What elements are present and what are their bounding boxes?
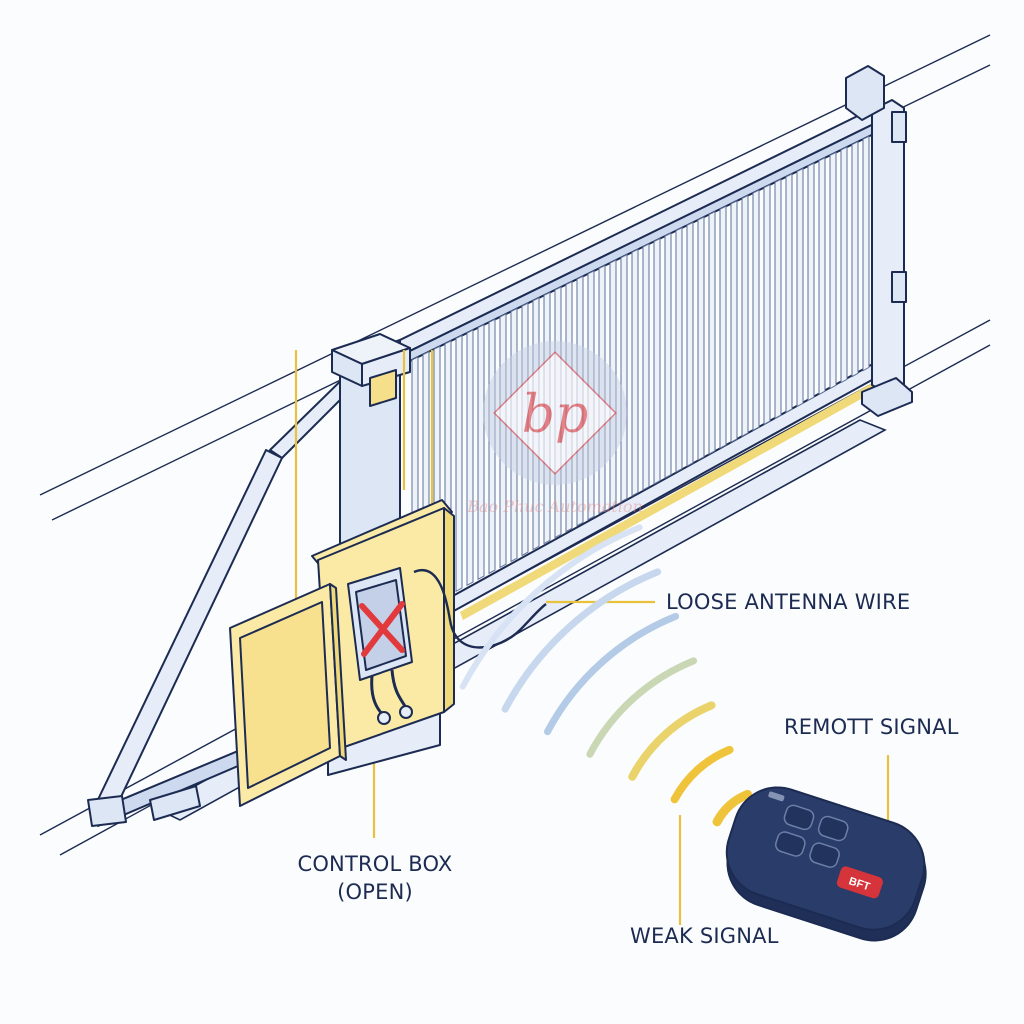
gate-slat (730, 200, 738, 444)
label-control-box-title: CONTROL BOX (297, 852, 453, 876)
gate-slat (620, 253, 628, 503)
gate-slat (752, 189, 760, 432)
gate-slat (785, 173, 793, 414)
gate-slat (653, 237, 661, 485)
gate-slat (818, 156, 826, 396)
signal-arc (670, 745, 734, 804)
signal-arc (712, 789, 753, 827)
label-control-box: CONTROL BOX (OPEN) (290, 850, 460, 907)
label-control-box-state: (OPEN) (337, 880, 413, 905)
signal-arc (543, 612, 680, 736)
gate-slat (642, 243, 650, 491)
gate-slat (510, 307, 518, 563)
gate-slat (686, 221, 694, 467)
gate-slat (466, 329, 474, 587)
gate-slat (774, 178, 782, 420)
signal-arc (459, 524, 643, 690)
signal-arc (628, 701, 716, 781)
key-fob-remote-icon: BFT (725, 786, 927, 942)
label-remote-signal: REMOTT SIGNAL (784, 715, 959, 739)
gate-slat (499, 313, 507, 569)
gate-slat (829, 151, 837, 390)
gate-slat (455, 334, 463, 593)
gate-slat (807, 162, 815, 402)
label-loose-antenna-wire: LOOSE ANTENNA WIRE (666, 590, 911, 614)
gate-slat (862, 135, 870, 372)
gate-slat (631, 248, 639, 497)
signal-arc-icon (459, 524, 753, 827)
gate-slat (719, 205, 727, 449)
signal-arc (501, 568, 662, 713)
gate-slat (609, 259, 617, 509)
gate-slat (796, 167, 804, 408)
watermark-monogram: bp (522, 385, 589, 445)
control-box (229, 499, 547, 807)
watermark-text: Bao Phuc Automation (466, 497, 643, 516)
signal-arc (586, 657, 698, 758)
gate-slat (664, 232, 672, 479)
gate-slat (851, 140, 859, 378)
label-weak-signal: WEAK SIGNAL (630, 924, 779, 948)
gate-slat (477, 323, 485, 581)
antenna-wire (413, 568, 547, 649)
gate-slat (741, 194, 749, 438)
gate-slat (598, 264, 606, 515)
gate-slat (840, 146, 848, 384)
gate-slat (697, 216, 705, 461)
gate-slat (763, 183, 771, 426)
gate-slat (675, 226, 683, 473)
x-mark-icon (359, 601, 405, 657)
gate-slat (488, 318, 496, 575)
watermark: bp Bao Phuc Automation (466, 341, 643, 516)
gate-slat (708, 210, 716, 455)
